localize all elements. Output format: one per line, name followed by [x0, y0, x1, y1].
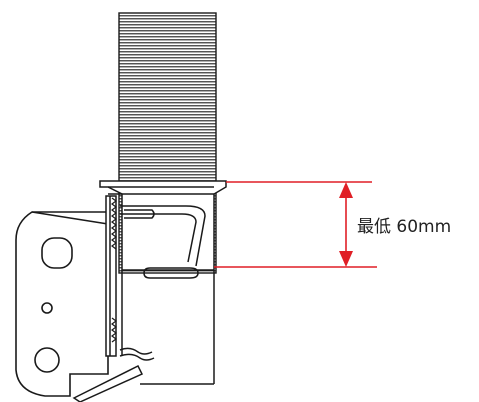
head-rail	[99, 180, 227, 271]
bottom-screw-hole	[34, 347, 60, 373]
wall-bracket	[15, 211, 109, 397]
dimension-arrow-bottom-icon	[339, 251, 353, 267]
bracket-arm	[105, 195, 117, 357]
serrated-teeth	[111, 197, 117, 343]
top-slot-hole	[41, 237, 73, 269]
dimension-arrow-top-icon	[339, 182, 353, 198]
lower-housing	[119, 270, 215, 385]
dimension-marker	[214, 181, 377, 268]
bracket-holes	[34, 237, 73, 373]
dimension-label: 最低 60mm	[357, 217, 451, 237]
mounting-clip	[120, 205, 206, 279]
middle-screw-hole	[41, 302, 53, 314]
control-wand	[72, 364, 144, 402]
